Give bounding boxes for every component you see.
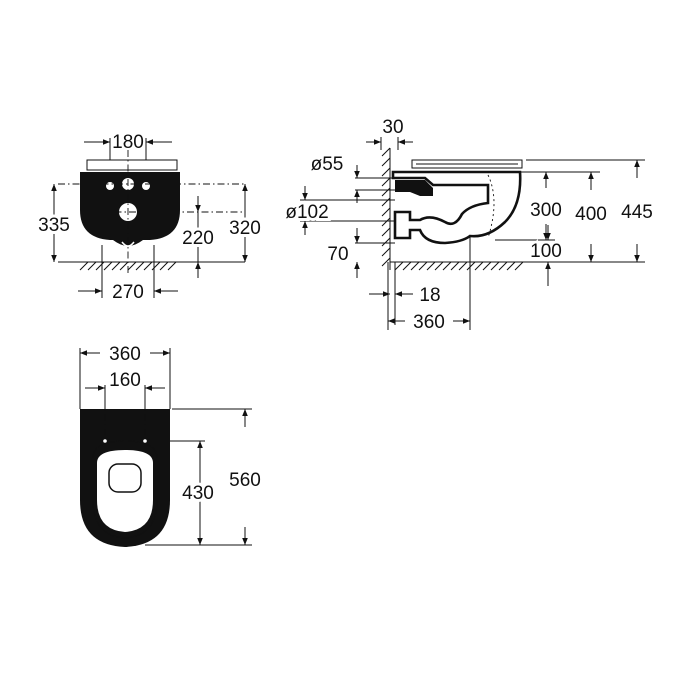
- dim-front-220: 220: [182, 228, 214, 249]
- front-floor: [58, 261, 245, 271]
- side-wall: [381, 147, 391, 270]
- dim-top-430: 430: [182, 483, 214, 504]
- dim-side-o55: ø55: [311, 154, 344, 175]
- dim-top-360: 360: [109, 344, 141, 365]
- dim-side-30: 30: [382, 117, 403, 138]
- dim-top-160: 160: [109, 370, 141, 391]
- side-view: 30 ø55 ø102 70 100 300 400 445: [282, 117, 656, 336]
- dim-side-18: 18: [419, 285, 440, 306]
- front-bowl: [80, 172, 180, 247]
- dim-front-320: 320: [229, 218, 261, 239]
- front-view: 180 335 220 320 270: [35, 132, 264, 303]
- side-lid: [411, 159, 523, 169]
- side-bowl: [391, 170, 522, 245]
- top-seat: [80, 409, 170, 547]
- dim-side-100: 100: [530, 241, 562, 262]
- dim-top-560: 560: [229, 470, 261, 491]
- dim-side-300: 300: [530, 200, 562, 221]
- dim-side-70: 70: [327, 244, 348, 265]
- dim-side-400: 400: [575, 204, 607, 225]
- side-floor: [390, 261, 640, 271]
- dim-side-o102: ø102: [285, 202, 328, 223]
- dim-front-335: 335: [38, 215, 70, 236]
- dim-side-360: 360: [413, 312, 445, 333]
- top-view: 360 160 430 560: [79, 344, 264, 547]
- dim-front-180: 180: [112, 132, 144, 153]
- dim-side-445: 445: [621, 202, 653, 223]
- dim-front-270: 270: [112, 282, 144, 303]
- front-lid: [86, 159, 178, 171]
